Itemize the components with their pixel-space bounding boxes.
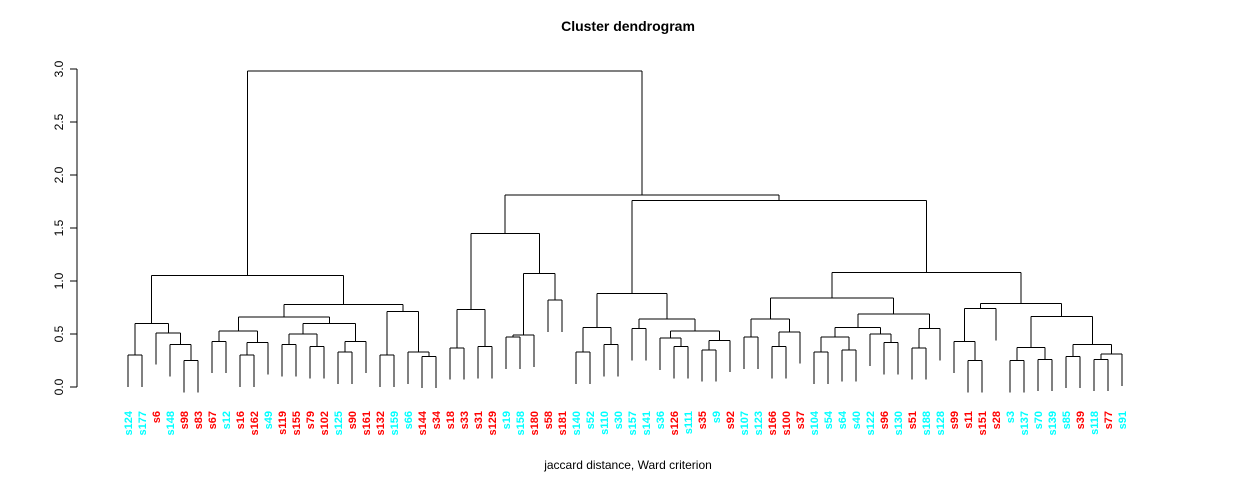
leaf-label: s66 <box>403 411 415 429</box>
leaf-label: s188 <box>921 411 933 435</box>
leaf-label: s124 <box>123 410 135 435</box>
leaf-label: s70 <box>1033 411 1045 429</box>
leaf-label: s122 <box>865 411 877 435</box>
leaf-label: s6 <box>151 411 163 423</box>
leaf-label: s128 <box>935 411 947 435</box>
leaf-label: s118 <box>1089 411 1101 435</box>
plot-title: Cluster dendrogram <box>561 18 695 34</box>
leaf-label: s141 <box>641 411 653 435</box>
y-axis-tick-label: 3.0 <box>52 60 66 77</box>
leaf-label: s159 <box>389 411 401 435</box>
leaf-label: s33 <box>459 411 471 429</box>
y-axis-tick-label: 2.0 <box>52 166 66 183</box>
leaf-label: s111 <box>683 411 695 434</box>
leaf-label: s79 <box>305 411 317 429</box>
leaf-label: s130 <box>893 411 905 435</box>
leaf-label: s119 <box>277 411 289 435</box>
leaf-label: s125 <box>333 411 345 435</box>
leaf-label: s77 <box>1103 411 1115 429</box>
leaf-label: s11 <box>963 411 975 429</box>
leaf-label: s85 <box>1061 411 1073 429</box>
leaf-label: s100 <box>781 411 793 435</box>
leaf-label: s67 <box>207 411 219 429</box>
leaf-label: s19 <box>501 411 513 429</box>
x-axis-caption: jaccard distance, Ward criterion <box>543 458 712 472</box>
leaf-label: s91 <box>1117 411 1129 429</box>
leaf-label: s58 <box>543 411 555 429</box>
leaf-label: s126 <box>669 411 681 435</box>
leaf-label: s107 <box>739 411 751 435</box>
leaf-label: s18 <box>445 411 457 429</box>
y-axis-tick-label: 0.0 <box>52 378 66 395</box>
leaf-label: s49 <box>263 411 275 429</box>
leaf-label: s166 <box>767 411 779 435</box>
leaf-label: s161 <box>361 411 373 435</box>
leaf-label: s37 <box>795 411 807 429</box>
leaf-label: s40 <box>851 411 863 429</box>
leaf-label: s148 <box>165 411 177 435</box>
leaf-label: s9 <box>711 411 723 423</box>
leaf-label: s139 <box>1047 411 1059 435</box>
leaf-label: s3 <box>1005 411 1017 423</box>
leaf-label: s129 <box>487 411 499 435</box>
leaf-label: s104 <box>809 410 821 435</box>
y-axis-tick-label: 0.5 <box>52 325 66 342</box>
leaf-label: s137 <box>1019 411 1031 435</box>
leaf-label: s155 <box>291 411 303 435</box>
leaf-label: s162 <box>249 411 261 435</box>
leaf-label: s83 <box>193 411 205 429</box>
leaf-label: s39 <box>1075 411 1087 429</box>
leaf-label: s12 <box>221 411 233 429</box>
leaf-label: s102 <box>319 411 331 435</box>
leaf-label: s31 <box>473 411 485 429</box>
leaf-label: s28 <box>991 411 1003 429</box>
leaf-label: s123 <box>753 411 765 435</box>
leaf-label: s16 <box>235 411 247 429</box>
leaf-label: s99 <box>949 411 961 429</box>
y-axis-tick-label: 1.5 <box>52 219 66 236</box>
leaf-label: s54 <box>823 410 835 429</box>
leaf-label: s52 <box>585 411 597 429</box>
leaf-label: s51 <box>907 411 919 429</box>
leaf-label: s98 <box>179 411 191 429</box>
leaf-label: s180 <box>529 411 541 435</box>
dendrogram-branches <box>127 70 1123 393</box>
leaf-label: s30 <box>613 411 625 429</box>
leaf-label: s157 <box>627 411 639 435</box>
leaf-label: s96 <box>879 411 891 429</box>
leaf-label: s64 <box>837 410 849 429</box>
leaf-label: s158 <box>515 411 527 435</box>
leaf-label: s151 <box>977 411 989 435</box>
leaf-label: s110 <box>599 411 611 435</box>
leaf-label: s36 <box>655 411 667 429</box>
y-axis-tick-label: 1.0 <box>52 272 66 289</box>
leaf-label: s140 <box>571 411 583 435</box>
leaf-label: s132 <box>375 411 387 435</box>
leaf-label: s90 <box>347 411 359 429</box>
leaf-label: s34 <box>431 410 443 429</box>
leaf-label: s144 <box>417 410 429 435</box>
y-axis-tick-label: 2.5 <box>52 113 66 130</box>
leaf-label: s35 <box>697 411 709 429</box>
leaf-label: s177 <box>137 411 149 435</box>
y-axis: 0.0 0.5 1.0 1.5 2.0 2.5 3.0 <box>52 60 78 395</box>
leaf-label: s92 <box>725 411 737 429</box>
leaf-label: s181 <box>557 411 569 435</box>
